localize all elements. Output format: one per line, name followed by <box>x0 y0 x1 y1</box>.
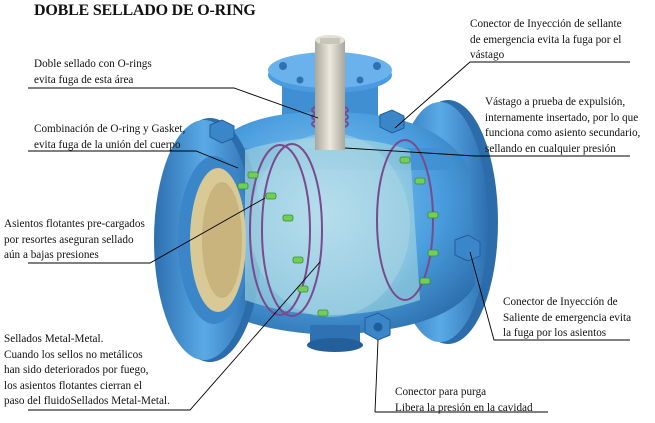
label-blowout-stem: Vástago a prueba de expulsión, intername… <box>485 96 641 155</box>
leader-lines <box>28 61 630 413</box>
stem <box>315 35 345 150</box>
label-seat-injection: Conector de Inyección de Saliente de eme… <box>503 296 632 339</box>
connectors <box>209 109 481 341</box>
label-oring-gasket: Combinación de O-ring y Gasket, evita fu… <box>34 123 186 151</box>
cutaway-section <box>245 133 420 317</box>
label-purge: Conector para purga Libera la presión en… <box>395 386 533 414</box>
left-flange <box>154 118 262 362</box>
label-metal-metal: Sellados Metal-Metal. Cuando los sellos … <box>4 333 170 407</box>
bottom-support <box>307 325 363 352</box>
label-double-oring: Doble sellado con O-rings evita fuga de … <box>34 58 152 86</box>
label-floating-seats: Asientos flotantes pre-cargados por reso… <box>4 218 145 261</box>
label-stem-injection: Conector de Inyección de sellante de eme… <box>470 18 622 61</box>
diagram-title: DOBLE SELLADO DE O-RING <box>34 2 256 19</box>
green-bolts <box>237 156 439 317</box>
